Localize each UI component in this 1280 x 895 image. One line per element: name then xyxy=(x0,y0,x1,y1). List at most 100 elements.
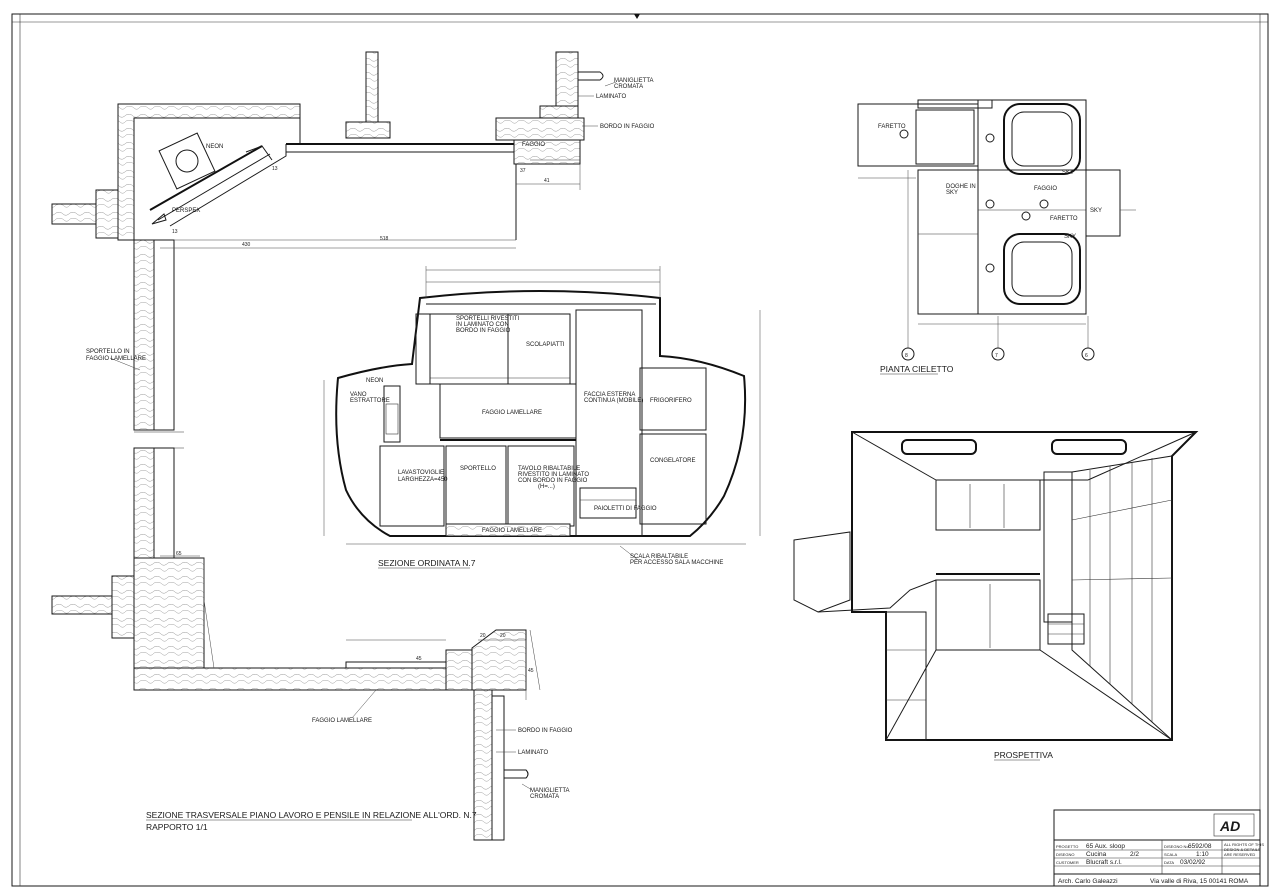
doghe-label-1: DOGHE IN xyxy=(946,184,976,190)
section-transversal-drawing: NEON PERSPEX SPORTELLO IN FAGGIO LAMELLA… xyxy=(51,51,655,841)
lavastoviglie-label-1: LAVASTOVIGLIE xyxy=(398,470,444,476)
scolapiatti-label: SCOLAPIATTI xyxy=(526,342,565,348)
faggio-lamellare-bottom-label: FAGGIO LAMELLARE xyxy=(482,528,542,534)
faggio-ceiling-label: FAGGIO xyxy=(1034,186,1057,192)
maniglietta-bottom-label-2: CROMATA xyxy=(530,794,559,800)
rights-line-2: DESIGN & DETAILS xyxy=(1224,847,1261,852)
bordo-bottom-label: BORDO IN FAGGIO xyxy=(518,728,573,734)
logo-text: AD xyxy=(1219,818,1240,834)
tavolo-label-2: RIVESTITO IN LAMINATO xyxy=(518,472,589,478)
dim-41: 41 xyxy=(544,178,550,184)
scala-label-1: SCALA RIBALTABILE xyxy=(630,554,688,560)
pianta-cieletto-drawing: 8 7 6 FARETTO DOGHE IN SKY FAGGIO FARETT… xyxy=(857,99,1136,375)
design-label: DISEGNO xyxy=(1056,852,1074,857)
date-label: DATA xyxy=(1164,860,1174,865)
neon-center-label: NEON xyxy=(366,378,383,384)
vano-estrattore xyxy=(383,385,401,443)
scale-value: 1:10 xyxy=(1196,851,1209,858)
drawing-no-value: 6592/08 xyxy=(1188,843,1212,850)
sportello-label-2: FAGGIO LAMELLARE xyxy=(86,356,146,362)
laminato-top-label: LAMINATO xyxy=(596,94,626,100)
scale-label: SCALA xyxy=(1164,852,1177,857)
project-value: 65 Aux. sloop xyxy=(1086,843,1125,850)
tavolo-label-4: (H=...) xyxy=(538,484,555,490)
neon-box xyxy=(158,132,216,190)
scala-label-2: PER ACCESSO SALA MACCHINE xyxy=(630,560,723,566)
counter-side-block xyxy=(133,557,205,669)
sportello-panel xyxy=(133,239,155,431)
customer-label: CUSTOMER xyxy=(1056,860,1079,865)
faggio-lamellare-label: FAGGIO LAMELLARE xyxy=(312,718,372,724)
pianta-cieletto-title: PIANTA CIELETTO xyxy=(880,364,954,374)
dim-65: 65 xyxy=(176,551,182,557)
section-transversal-scale: RAPPORTO 1/1 xyxy=(146,822,208,832)
grid-ref-7 xyxy=(991,347,1005,361)
skylight-bottom xyxy=(1003,233,1081,305)
drawing-no-label: DISEGNO No. xyxy=(1164,844,1190,849)
architect-name: Arch. Carlo Galeazzi xyxy=(1058,878,1118,885)
sportelli-label-2: IN LAMINATO CON xyxy=(456,322,509,328)
sky-label-1: SKY xyxy=(1062,170,1074,176)
lavastoviglie-label-2: LARGHEZZA=450 xyxy=(398,477,448,483)
tavolo-label-1: TAVOLO RIBALTABILE xyxy=(518,466,580,472)
dim-13b: 13 xyxy=(172,229,178,235)
counter-top-slab xyxy=(133,667,447,691)
faretto-label-2: FARETTO xyxy=(1050,216,1078,222)
faccia-label-2: CONTINUA (MOBILE) xyxy=(584,398,643,404)
vano-label-1: VANO xyxy=(350,392,367,398)
design-value: Cucina xyxy=(1086,851,1107,858)
logo-mark: AD xyxy=(1213,813,1255,837)
frigorifero-label: FRIGORIFERO xyxy=(650,398,692,404)
doghe-label-2: SKY xyxy=(946,190,958,196)
perspex-label: PERSPEX xyxy=(172,208,200,214)
sportello-center-label: SPORTELLO xyxy=(460,466,496,472)
sky-label-2: SKY xyxy=(1090,208,1102,214)
title-block: AD PROGETTO 65 Aux. sloop DISEGNO No. 65… xyxy=(1053,809,1264,887)
tall-column xyxy=(575,309,643,537)
customer-value: Blucraft s.r.l. xyxy=(1086,859,1122,866)
section-ordinata-drawing: SPORTELLI RIVESTITI IN LAMINATO CON BORD… xyxy=(323,266,761,569)
fridge-box xyxy=(639,367,707,431)
section-transversal-title: SEZIONE TRASVERSALE PIANO LAVORO E PENSI… xyxy=(146,810,477,820)
sportello-label: SPORTELLO IN xyxy=(86,349,130,355)
maniglietta-top-label-2: CROMATA xyxy=(614,84,643,90)
laminato-bottom-label: LAMINATO xyxy=(518,750,548,756)
dim-13a: 13 xyxy=(272,166,278,172)
bordo-top-label: BORDO IN FAGGIO xyxy=(600,124,655,130)
dim-518: 518 xyxy=(380,236,389,242)
dim-45a: 45 xyxy=(416,656,422,662)
section-ordinata-title: SEZIONE ORDINATA N.7 xyxy=(378,558,476,568)
grid-ref-7-label: 7 xyxy=(995,353,998,359)
perspective-skylight-right xyxy=(1051,439,1127,455)
dim-45b: 45 xyxy=(528,668,534,674)
maniglietta-bottom-label: MANIGLIETTA xyxy=(530,788,570,794)
faretto-spots xyxy=(899,129,1049,273)
project-label: PROGETTO xyxy=(1056,844,1078,849)
grid-ref-8 xyxy=(901,347,915,361)
faggio-top-label: FAGGIO xyxy=(522,142,545,148)
grid-ref-6 xyxy=(1081,347,1095,361)
faretto-label-1: FARETTO xyxy=(878,124,906,130)
sportelli-label-1: SPORTELLI RIVESTITI xyxy=(456,316,520,322)
prospettiva-drawing: PROSPETTIVA xyxy=(793,431,1199,761)
maniglietta-top-label: MANIGLIETTA xyxy=(614,78,654,84)
sheet-border xyxy=(11,13,1269,887)
sky-label-3: SKY xyxy=(1064,234,1076,240)
dim-430: 430 xyxy=(242,242,251,248)
dim-20b: 20 xyxy=(500,633,506,639)
sheet-value: 2/2 xyxy=(1130,851,1139,858)
faggio-lamellare-center-label: FAGGIO LAMELLARE xyxy=(482,410,542,416)
date-value: 03/02/92 xyxy=(1180,859,1206,866)
rights-line-3: ARE RESERVED xyxy=(1224,852,1255,857)
rights-line-1: ALL RIGHTS OF THIS xyxy=(1224,842,1264,847)
perspective-frame xyxy=(851,431,1199,741)
neon-label: NEON xyxy=(206,144,223,150)
congelatore-label: CONGELATORE xyxy=(650,458,695,464)
dim-20a: 20 xyxy=(480,633,486,639)
sportelli-label-3: BORDO IN FAGGIO xyxy=(456,328,511,334)
pensile-top-panel xyxy=(117,103,301,241)
grid-ref-8-label: 8 xyxy=(905,353,908,359)
paioli-label: PAIOLETTI DI FAGGIO xyxy=(594,506,657,512)
center-mark-icon xyxy=(634,14,640,19)
